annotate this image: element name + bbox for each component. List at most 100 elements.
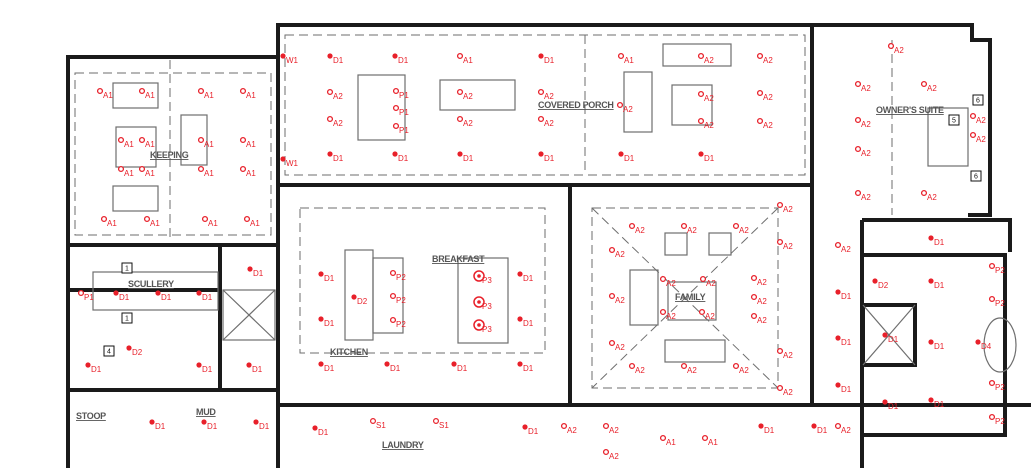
light-fixture-a2: A2	[602, 422, 619, 435]
downlight-icon	[318, 271, 324, 277]
fixture-label: P1	[84, 293, 94, 302]
light-fixture-p2: P2	[988, 413, 1005, 426]
adjustable-light-icon	[988, 295, 996, 303]
light-fixture-a2: A2	[680, 362, 697, 375]
downlight-icon	[384, 361, 390, 367]
adjustable-light-icon	[96, 87, 104, 95]
fixture-label: D4	[981, 342, 992, 351]
adjustable-light-icon	[602, 448, 610, 456]
adjustable-light-icon	[143, 215, 151, 223]
light-fixture-p3: P3	[473, 270, 492, 285]
adjustable-light-icon	[117, 136, 125, 144]
room-label-kitchen: KITCHEN	[330, 347, 368, 357]
light-fixture-p1: P1	[392, 122, 409, 135]
adjustable-light-icon	[834, 422, 842, 430]
adjustable-light-icon	[776, 347, 784, 355]
light-fixture-a2: A2	[608, 339, 625, 352]
fixture-label: A1	[246, 91, 256, 100]
downlight-icon	[318, 316, 324, 322]
adjustable-light-icon	[887, 42, 895, 50]
fixture-label: A1	[208, 219, 218, 228]
light-fixture-d1: D1	[247, 266, 264, 278]
adjustable-light-icon	[659, 308, 667, 316]
fixture-label: A2	[704, 94, 714, 103]
fixture-label: D1	[253, 269, 264, 278]
fixture-label: A2	[976, 135, 986, 144]
light-fixture-a2: A2	[699, 275, 716, 288]
fixture-label: A1	[204, 91, 214, 100]
fixture-label: A2	[666, 279, 676, 288]
downlight-icon	[85, 362, 91, 368]
fixture-label: D1	[764, 426, 775, 435]
fixture-label: S1	[439, 421, 449, 430]
adjustable-light-icon	[326, 115, 334, 123]
light-fixture-p2: P2	[389, 269, 406, 282]
light-fixture-d1: D1	[835, 335, 852, 347]
adjustable-light-icon	[680, 222, 688, 230]
light-fixture-d1: D1	[196, 290, 213, 302]
downlight-icon	[155, 290, 161, 296]
fixture-label: A2	[635, 366, 645, 375]
light-fixture-a2: A2	[602, 448, 619, 461]
light-fixture-p2: P2	[988, 262, 1005, 275]
tag-box: 4	[103, 345, 115, 357]
adjustable-light-icon	[138, 165, 146, 173]
fixture-label: D1	[544, 154, 555, 163]
adjustable-light-icon	[608, 339, 616, 347]
light-fixture-a2: A2	[326, 88, 343, 101]
fixture-label: A2	[927, 193, 937, 202]
fixture-label: A2	[976, 116, 986, 125]
light-fixture-d1: D1	[758, 423, 775, 435]
fixture-label: A2	[705, 312, 715, 321]
fixture-label: A2	[763, 56, 773, 65]
adjustable-light-icon	[602, 422, 610, 430]
fixture-label: A2	[757, 316, 767, 325]
light-fixture-w1: W1	[280, 53, 299, 65]
fixture-label: D1	[318, 428, 329, 437]
adjustable-light-icon	[854, 189, 862, 197]
adjustable-light-icon	[854, 145, 862, 153]
light-fixture-d1: D1	[85, 362, 102, 374]
downlight-icon	[327, 151, 333, 157]
fixture-label: A2	[704, 56, 714, 65]
tag-number: 6	[974, 174, 978, 181]
light-fixture-d1: D1	[811, 423, 828, 435]
fixture-label: A2	[783, 351, 793, 360]
light-fixture-a2: A2	[608, 246, 625, 259]
adjustable-light-icon	[100, 215, 108, 223]
light-fixture-a1: A1	[96, 87, 113, 100]
light-fixture-d1: D1	[835, 289, 852, 301]
light-fixture-a2: A2	[608, 292, 625, 305]
light-fixture-a2: A2	[698, 308, 715, 321]
light-fixture-d4: D4	[975, 339, 992, 351]
light-fixture-d1: D1	[392, 151, 409, 163]
downlight-icon	[928, 397, 934, 403]
surface-light-icon	[433, 418, 440, 425]
fixture-label: A1	[150, 219, 160, 228]
adjustable-light-icon	[456, 52, 464, 60]
light-fixture-d1: D1	[522, 424, 539, 436]
light-fixture-a1: A1	[239, 165, 256, 178]
adjustable-light-icon	[659, 275, 667, 283]
fixture-label: P1	[399, 108, 409, 117]
fixture-label: A2	[609, 452, 619, 461]
light-fixture-d1: D1	[618, 151, 635, 163]
downlight-icon	[928, 339, 934, 345]
fixture-label: D1	[119, 293, 130, 302]
light-fixture-d1: D1	[517, 316, 534, 328]
light-fixture-p1: P1	[392, 87, 409, 100]
fixture-label: A2	[763, 121, 773, 130]
fixture-label: A2	[615, 343, 625, 352]
adjustable-light-icon	[699, 275, 707, 283]
light-fixture-d1: D1	[113, 290, 130, 302]
light-fixture-a1: A1	[117, 165, 134, 178]
adjustable-light-icon	[616, 101, 624, 109]
fixture-label: D1	[817, 426, 828, 435]
adjustable-light-icon	[77, 289, 85, 297]
light-fixture-s1: S1	[433, 418, 449, 430]
light-fixture-a1: A1	[197, 136, 214, 149]
adjustable-light-icon	[697, 117, 705, 125]
fixture-label: A2	[609, 426, 619, 435]
adjustable-light-icon	[628, 222, 636, 230]
